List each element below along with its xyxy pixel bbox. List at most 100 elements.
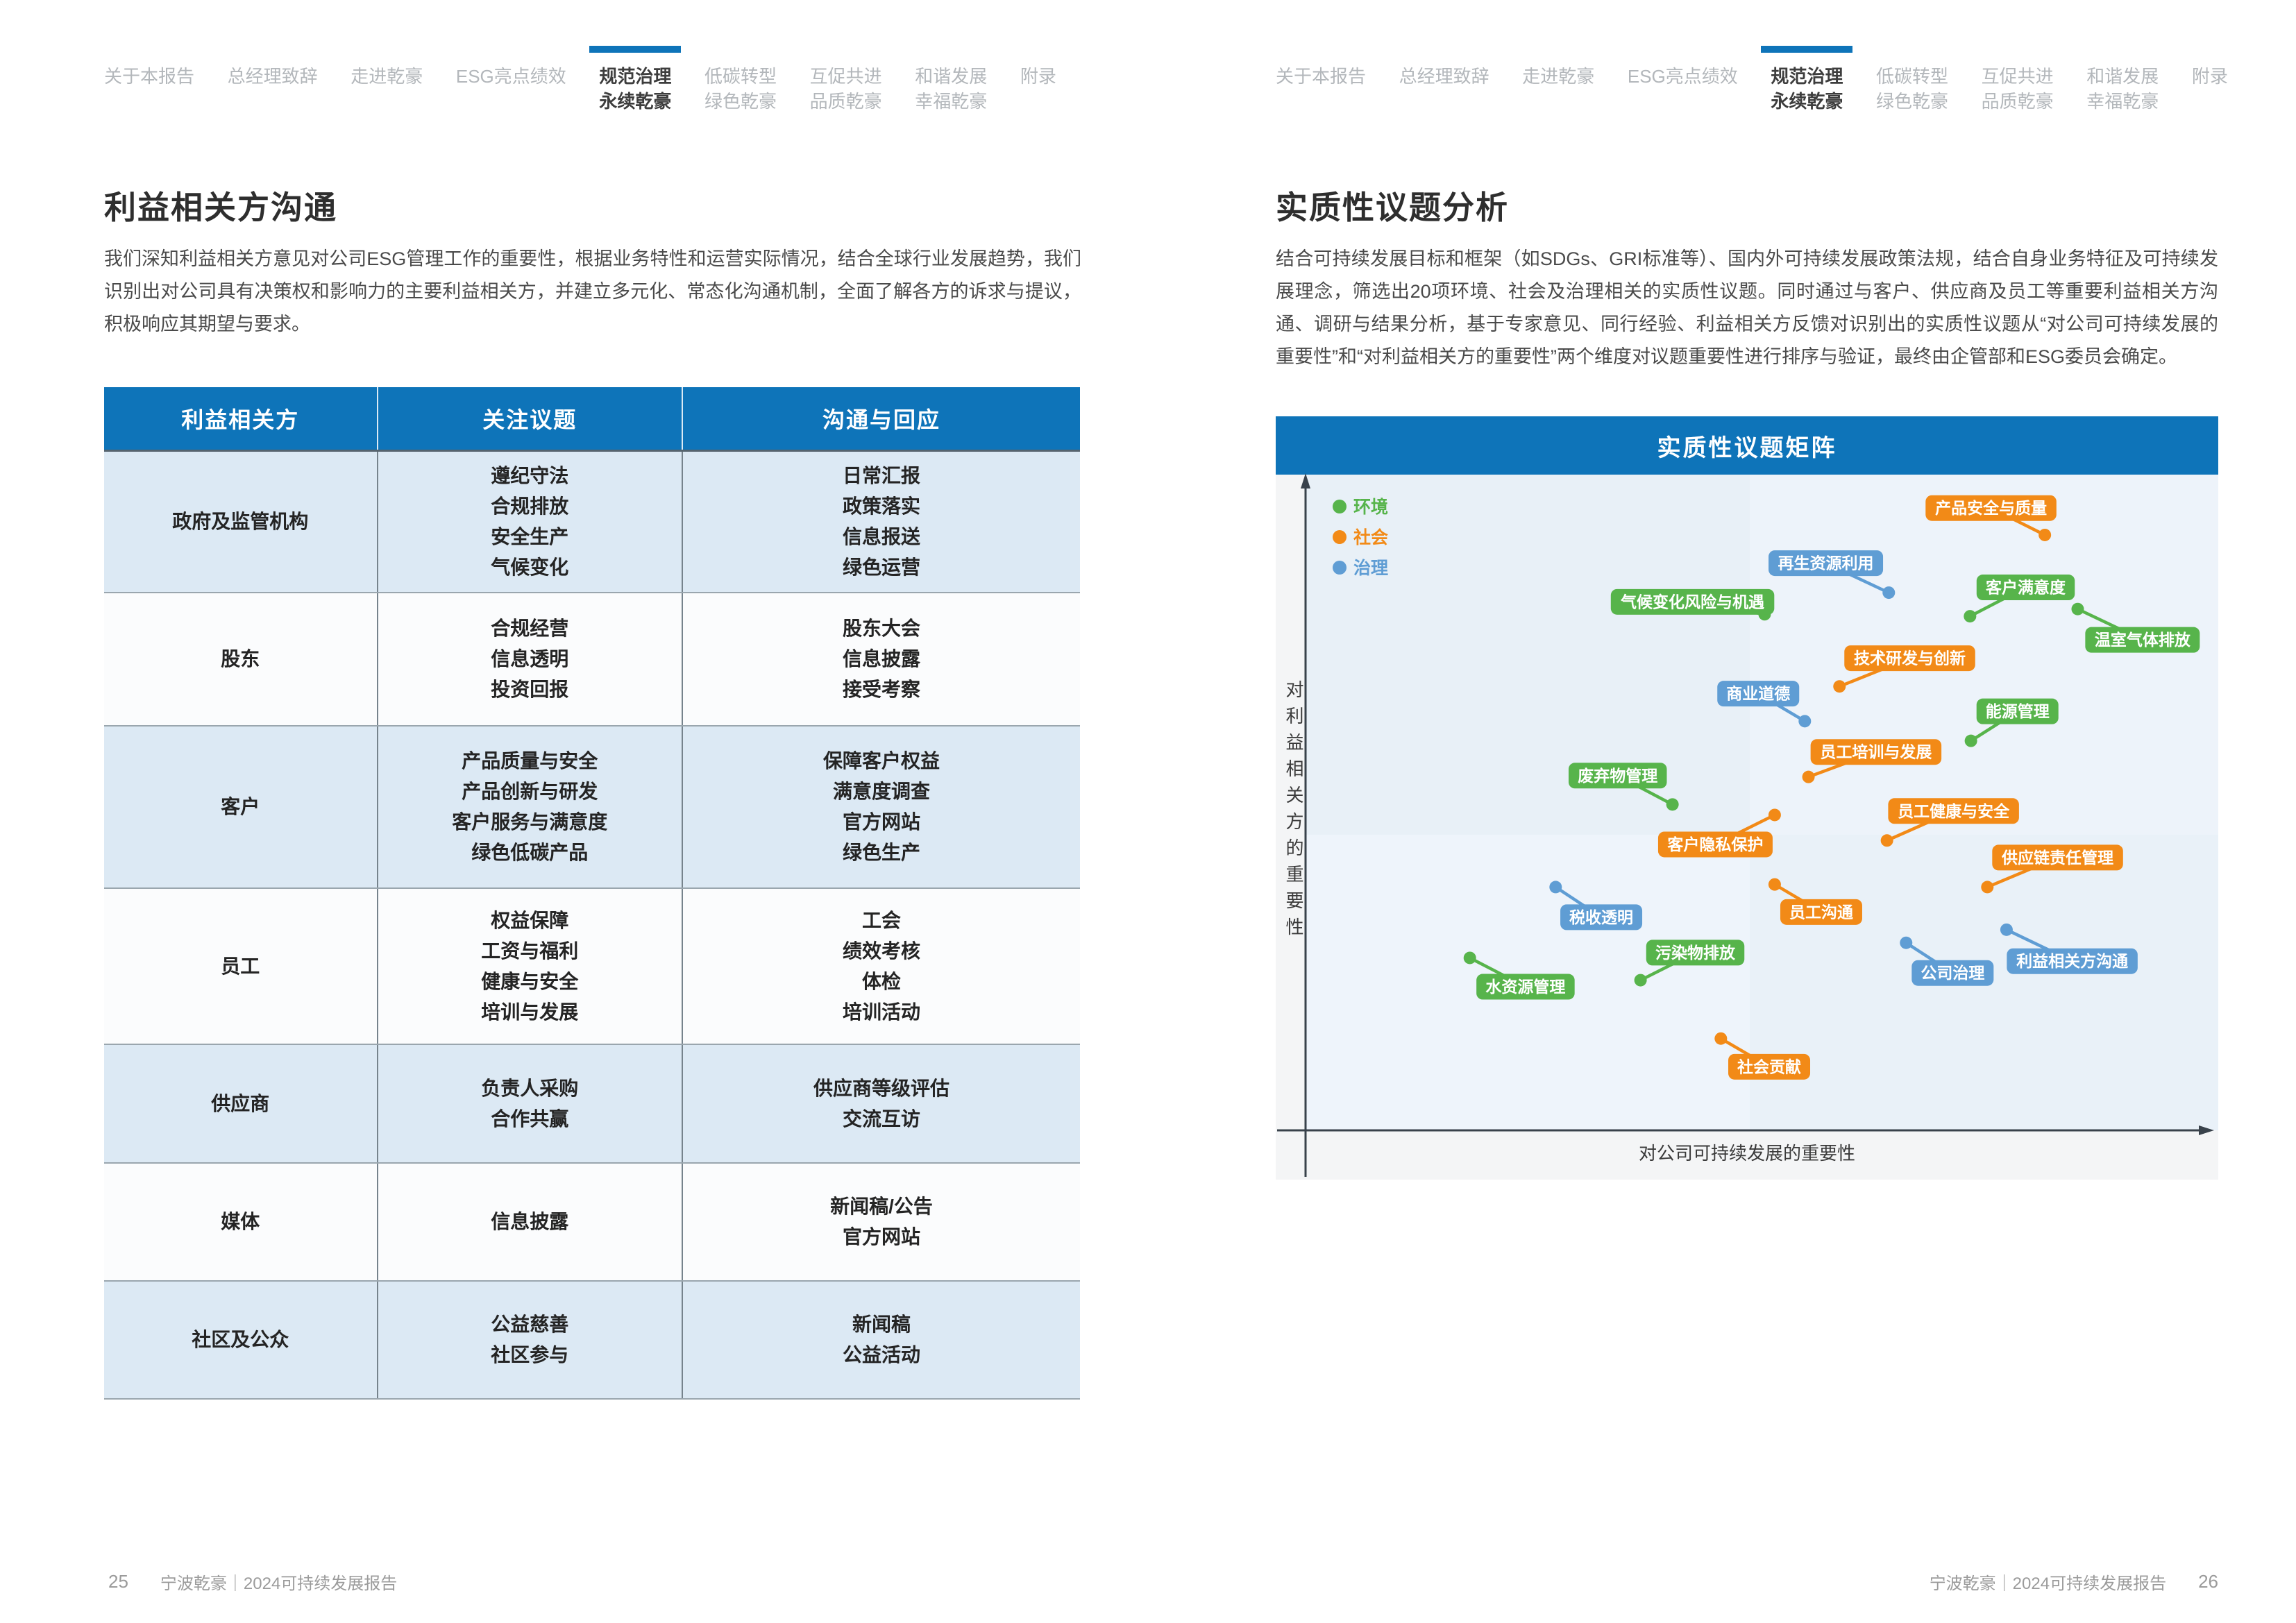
topic-dot <box>1981 881 1994 894</box>
nav-item-互促共进[interactable]: 互促共进品质乾豪 <box>1981 66 2054 112</box>
intro-paragraph: 结合可持续发展目标和框架（如SDGs、GRI标准等）、国内外可持续发展政策法规，… <box>1276 248 2218 367</box>
table-header-stakeholder: 利益相关方 <box>104 387 378 450</box>
svg-text:供应链责任管理: 供应链责任管理 <box>2001 849 2113 867</box>
top-nav: 关于本报告 总经理致辞 走进乾豪 ESG亮点绩效 规范治理永续乾豪低碳转型绿色乾豪互促共… <box>104 46 1056 114</box>
table-row: 媒体信息披露新闻稿/公告官方网站 <box>104 1164 1080 1282</box>
svg-text:污染物排放: 污染物排放 <box>1655 944 1736 962</box>
nav-item-低碳转型[interactable]: 低碳转型绿色乾豪 <box>704 66 777 112</box>
topic-dot <box>1880 834 1893 847</box>
cell-stakeholder: 社区及公众 <box>104 1282 378 1398</box>
topic-label <box>1911 960 1994 986</box>
topic-产品安全与质量: 产品安全与质量 <box>1925 495 2057 541</box>
nav-item-总经理致辞[interactable]: 总经理致辞 <box>1399 66 1489 87</box>
svg-text:利益相关方沟通: 利益相关方沟通 <box>2016 952 2128 970</box>
nav-item-互促共进[interactable]: 互促共进品质乾豪 <box>809 66 882 112</box>
nav-item-ESG亮点绩效[interactable]: ESG亮点绩效 <box>455 66 566 87</box>
svg-text:税收透明: 税收透明 <box>1569 908 1633 926</box>
cell-responses: 股东大会信息披露接受考察 <box>842 618 920 700</box>
nav-item-走进乾豪[interactable]: 走进乾豪 <box>1522 66 1595 87</box>
svg-text:气候变化风险与机遇: 气候变化风险与机遇 <box>1620 593 1764 611</box>
report-name: 宁波乾豪｜2024可持续发展报告 <box>1929 1574 2167 1593</box>
cell-responses: 保障客户权益满意度调查官方网站绿色生产 <box>822 750 940 863</box>
topic-社会贡献: 社会贡献 <box>1714 1032 1811 1080</box>
svg-text:技术研发与创新: 技术研发与创新 <box>1854 649 1966 668</box>
nav-item-和谐发展[interactable]: 和谐发展幸福乾豪 <box>915 66 988 112</box>
nav-item-ESG亮点绩效[interactable]: ESG亮点绩效 <box>1627 66 1738 87</box>
nav-item-低碳转型[interactable]: 低碳转型绿色乾豪 <box>1876 66 1949 112</box>
table-row: 政府及监管机构遵纪守法合规排放安全生产气候变化日常汇报政策落实信息报送绿色运营 <box>104 452 1080 593</box>
nav-item-走进乾豪[interactable]: 走进乾豪 <box>351 66 423 87</box>
table-header-topics: 关注议题 <box>378 387 683 450</box>
y-axis-label: 对利益相关方的重要性 <box>1283 680 1304 944</box>
stakeholder-table: 利益相关方 关注议题 沟通与回应 政府及监管机构遵纪守法合规排放安全生产气候变化… <box>104 387 1080 1400</box>
topic-客户隐私保护: 客户隐私保护 <box>1657 808 1781 858</box>
quadrant <box>1306 475 1750 835</box>
legend-item-环境: 环境 <box>1333 497 1388 517</box>
matrix-plot: 环境社会治理产品安全与质量再生资源利用客户满意度温室气体排放气候变化风险与机遇技… <box>1277 473 2214 1177</box>
quadrant <box>1750 475 2218 835</box>
legend-item-治理: 治理 <box>1333 558 1388 578</box>
materiality-matrix-chart: 实质性议题矩阵 环境社会治理产品安全与质量再生资源利用客户满意度温室气体排放气候… <box>1276 416 2218 1180</box>
topic-label <box>1476 974 1575 1000</box>
topic-label <box>1560 904 1643 931</box>
svg-text:客户满意度: 客户满意度 <box>1986 579 2066 597</box>
svg-text:产品安全与质量: 产品安全与质量 <box>1935 499 2047 517</box>
nav-item-关于本报告[interactable]: 关于本报告 <box>1276 66 1367 87</box>
topic-污染物排放: 污染物排放 <box>1634 940 1745 987</box>
svg-text:能源管理: 能源管理 <box>1986 702 2050 720</box>
cell-topics: 负责人采购合作共赢 <box>378 1045 683 1162</box>
cell-responses: 日常汇报政策落实信息报送绿色运营 <box>842 465 920 578</box>
nav-item-总经理致辞[interactable]: 总经理致辞 <box>227 66 318 87</box>
topic-dot <box>1798 715 1812 728</box>
table-header-responses: 沟通与回应 <box>822 407 940 432</box>
chart-title-bar: 实质性议题矩阵 <box>1276 416 2218 475</box>
nav-item-附录[interactable]: 附录 <box>2191 66 2228 87</box>
topic-dot <box>2038 528 2052 541</box>
topic-label <box>1925 495 2057 521</box>
report-page-left: 关于本报告 总经理致辞 走进乾豪 ESG亮点绩效 规范治理永续乾豪低碳转型绿色乾豪互促共… <box>0 0 1081 1623</box>
nav-item-关于本报告[interactable]: 关于本报告 <box>104 66 195 87</box>
svg-text:客户隐私保护: 客户隐私保护 <box>1667 835 1763 853</box>
cell-stakeholder: 员工 <box>104 889 378 1044</box>
nav-item-规范治理[interactable]: 规范治理永续乾豪 <box>589 46 682 114</box>
topic-dot <box>1549 881 1562 894</box>
topic-label <box>1976 575 2075 601</box>
topic-商业道德: 商业道德 <box>1717 681 1812 728</box>
svg-text:环境: 环境 <box>1353 497 1388 517</box>
topic-dot <box>1882 586 1896 600</box>
topic-气候变化风险与机遇: 气候变化风险与机遇 <box>1610 588 1775 621</box>
svg-text:社会贡献: 社会贡献 <box>1737 1057 1801 1076</box>
x-axis-label: 对公司可持续发展的重要性 <box>1638 1143 1855 1164</box>
cell-responses: 工会绩效考核体检培训活动 <box>842 909 920 1023</box>
table-row: 员工权益保障工资与福利健康与安全培训与发展工会绩效考核体检培训活动 <box>104 889 1080 1045</box>
topic-员工沟通: 员工沟通 <box>1768 878 1862 925</box>
page-number: 25 <box>108 1571 128 1592</box>
svg-text:治理: 治理 <box>1353 558 1388 578</box>
topic-label <box>1657 831 1773 858</box>
topic-供应链责任管理: 供应链责任管理 <box>1981 844 2123 894</box>
svg-text:公司治理: 公司治理 <box>1921 964 1984 982</box>
cell-responses: 供应商等级评估交流互访 <box>813 1077 949 1130</box>
topic-label <box>1728 1053 1811 1080</box>
topic-公司治理: 公司治理 <box>1900 936 1994 986</box>
svg-text:再生资源利用: 再生资源利用 <box>1778 554 1874 572</box>
svg-text:员工沟通: 员工沟通 <box>1789 903 1853 921</box>
svg-text:社会: 社会 <box>1353 527 1388 547</box>
topic-label <box>1992 844 2123 871</box>
topic-label <box>1810 739 1942 765</box>
svg-text:水资源管理: 水资源管理 <box>1485 978 1565 996</box>
nav-item-和谐发展[interactable]: 和谐发展幸福乾豪 <box>2086 66 2159 112</box>
svg-text:员工培训与发展: 员工培训与发展 <box>1820 743 1932 761</box>
topic-dot <box>1714 1032 1728 1045</box>
topic-员工健康与安全: 员工健康与安全 <box>1880 798 2019 847</box>
topic-label <box>2085 627 2200 653</box>
intro-paragraph: 我们深知利益相关方意见对公司ESG管理工作的重要性，根据业务特性和运营实际情况，… <box>104 248 1081 334</box>
topic-能源管理: 能源管理 <box>1964 698 2059 747</box>
nav-item-附录[interactable]: 附录 <box>1020 66 1056 87</box>
topic-废弃物管理: 废弃物管理 <box>1568 763 1679 811</box>
topic-水资源管理: 水资源管理 <box>1463 951 1575 1000</box>
table-row: 供应商负责人采购合作共赢供应商等级评估交流互访 <box>104 1045 1080 1164</box>
topic-再生资源利用: 再生资源利用 <box>1769 550 1896 600</box>
table-row: 客户产品质量与安全产品创新与研发客户服务与满意度绿色低碳产品保障客户权益满意度调… <box>104 726 1080 889</box>
nav-item-规范治理[interactable]: 规范治理永续乾豪 <box>1761 46 1853 114</box>
